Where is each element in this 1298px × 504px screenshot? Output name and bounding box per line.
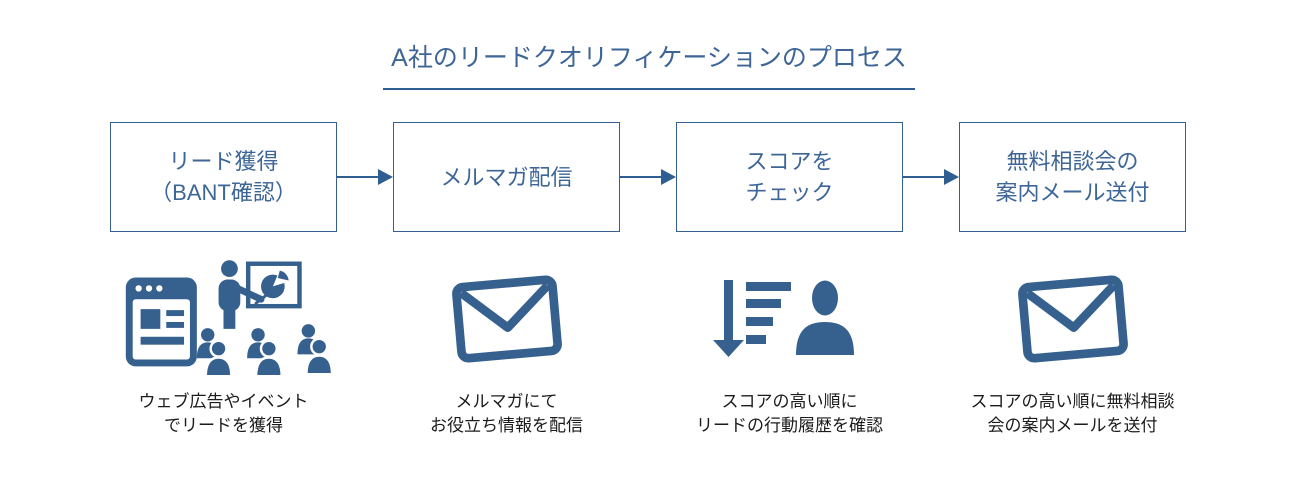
step-caption: スコアの高い順に リードの行動履歴を確認: [676, 390, 903, 438]
diagram-title: A社のリードクオリフィケーションのプロセス: [383, 42, 915, 90]
process-flow-row: リード獲得 （BANT確認） メルマガ配信 スコアを チェック 無料相談会の 案…: [110, 122, 1186, 232]
process-step-box-lead-acquisition: リード獲得 （BANT確認）: [110, 122, 337, 232]
captions-row: ウェブ広告やイベント でリードを獲得 メルマガにて お役立ち情報を配信 スコアの…: [110, 390, 1186, 438]
step-label-line: （BANT確認）: [150, 180, 297, 205]
process-step-box-score-check: スコアを チェック: [676, 122, 903, 232]
step-label-line: スコアを: [745, 149, 834, 174]
diagram-header: A社のリードクオリフィケーションのプロセス: [0, 0, 1298, 90]
arrow-right-icon: [337, 122, 393, 232]
step-label-line: リード獲得: [168, 149, 279, 174]
step-caption: ウェブ広告やイベント でリードを獲得: [110, 390, 337, 438]
caption-line: リードの行動履歴を確認: [696, 416, 883, 435]
web-ad-and-seminar-icon: [110, 254, 337, 384]
caption-line: でリードを獲得: [164, 416, 283, 435]
caption-line: お役立ち情報を配信: [430, 416, 583, 435]
caption-line: スコアの高い順に: [721, 392, 858, 411]
icons-row: [110, 254, 1186, 384]
step-label-line: 無料相談会の: [1006, 149, 1139, 174]
caption-line: 会の案内メールを送付: [987, 416, 1158, 435]
envelope-icon: [393, 254, 620, 384]
step-label-line: メルマガ配信: [440, 164, 573, 190]
step-label-line: チェック: [745, 180, 834, 205]
sort-descending-and-person-icon: [676, 254, 903, 384]
process-step-box-invite-mail: 無料相談会の 案内メール送付: [959, 122, 1186, 232]
process-step-box-newsletter: メルマガ配信: [393, 122, 620, 232]
caption-line: メルマガにて: [455, 392, 558, 411]
caption-line: ウェブ広告やイベント: [138, 392, 309, 411]
step-caption: スコアの高い順に無料相談 会の案内メールを送付: [959, 390, 1186, 438]
caption-line: スコアの高い順に無料相談: [970, 392, 1175, 411]
arrow-right-icon: [903, 122, 959, 232]
step-caption: メルマガにて お役立ち情報を配信: [393, 390, 620, 438]
arrow-right-icon: [620, 122, 676, 232]
step-label-line: 案内メール送付: [995, 180, 1150, 205]
envelope-icon: [959, 254, 1186, 384]
